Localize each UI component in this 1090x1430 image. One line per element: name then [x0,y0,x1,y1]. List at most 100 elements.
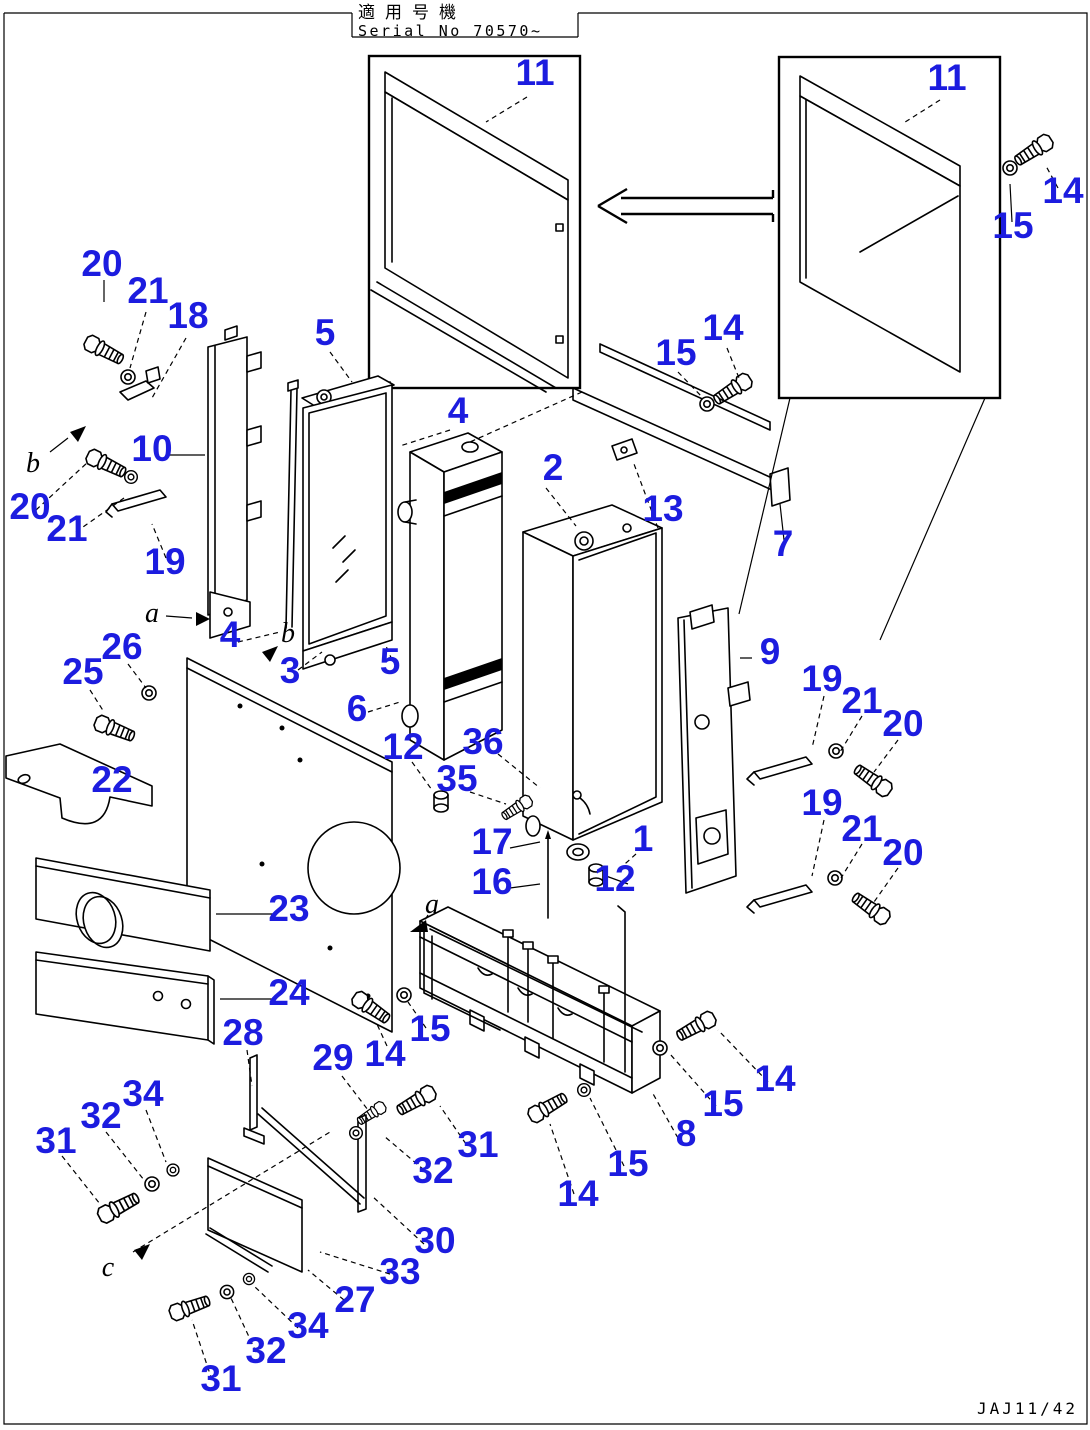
callout-8: 8 [676,1113,697,1154]
callout-5: 5 [380,641,401,682]
callout-21: 21 [46,508,87,549]
callout-4: 4 [220,614,241,655]
panel-11-left-detail [367,54,582,393]
callout-31: 31 [35,1120,76,1161]
callout-15: 15 [992,205,1033,246]
ref-letter-b: b [26,448,40,479]
washer-icon [1002,160,1018,176]
bolt-icon [91,713,138,746]
serial-number-label: Serial No 70570~ [358,22,543,40]
callout-13: 13 [642,488,683,529]
callout-25: 25 [62,651,103,692]
washer-icon [219,1284,235,1300]
callout-5: 5 [315,312,336,353]
direction-arrow [597,187,775,225]
callout-30: 30 [414,1220,455,1261]
bolt-icon [710,370,756,409]
panel-11-right-detail [777,55,1057,400]
callout-34: 34 [287,1305,329,1346]
ref-letter-a: a [145,598,159,629]
ref-letter-b: b [281,618,295,649]
bolt-icon [848,889,894,928]
washer-icon [166,1163,180,1177]
reference-letter-labels: b a b a c [26,448,439,1283]
lower-bracket-assembly [94,1054,439,1323]
callout-20: 20 [882,703,923,744]
callout-16: 16 [471,861,512,902]
bolt-icon [850,761,896,800]
callout-2: 2 [543,447,564,488]
ref-letter-c: c [102,1252,115,1283]
bolt-icon [393,1082,439,1119]
bottom-frame-8 [348,905,719,1126]
bolt-icon [83,446,130,481]
callout-14: 14 [754,1058,796,1099]
page-reference: JAJ11/42 [977,1399,1078,1418]
oil-cooler-3 [301,375,395,670]
callout-21: 21 [841,808,882,849]
right-fasteners [746,743,896,928]
callout-20: 20 [9,486,50,527]
washer-icon [827,870,843,886]
page-border [3,12,1088,1425]
callout-19: 19 [801,658,842,699]
callout-20: 20 [81,243,122,284]
callout-15: 15 [655,332,696,373]
ref-letter-a: a [425,889,439,920]
callout-27: 27 [334,1279,375,1320]
washer-icon [141,685,157,701]
callout-15: 15 [607,1143,648,1184]
callout-28: 28 [222,1012,263,1053]
callout-1: 1 [633,818,654,859]
callout-21: 21 [127,270,168,311]
bolt-icon [1011,131,1057,170]
callout-14: 14 [1042,170,1084,211]
leader-lines [35,96,1059,1381]
callout-9: 9 [760,631,781,672]
callout-32: 32 [80,1095,121,1136]
upper-cross-member [572,343,791,507]
aftercooler-4 [397,432,503,813]
bolt-icon [673,1008,719,1045]
callout-15: 15 [702,1083,743,1124]
callout-24: 24 [268,972,310,1013]
callout-36: 36 [462,721,503,762]
callout-19: 19 [144,541,185,582]
washer-icon [123,469,139,485]
callout-32: 32 [412,1150,453,1191]
left-fasteners [81,332,167,746]
washer-icon [348,1125,364,1141]
callout-15: 15 [409,1008,450,1049]
washer-icon [120,369,136,385]
callout-23: 23 [268,888,309,929]
bolt-icon [354,1099,389,1128]
callout-35: 35 [436,758,477,799]
callout-33: 33 [379,1251,420,1292]
callout-14: 14 [557,1173,599,1214]
bolt-icon [94,1188,143,1226]
callout-31: 31 [200,1358,241,1399]
callout-32: 32 [245,1330,286,1371]
callout-4: 4 [448,390,469,431]
callout-29: 29 [312,1037,353,1078]
callout-10: 10 [131,428,172,469]
callout-12: 12 [382,726,423,767]
bolt-icon [81,332,127,368]
cover-panels-23-24 [5,743,215,1045]
callout-21: 21 [841,680,882,721]
side-plate-10 [207,325,262,639]
callout-11: 11 [927,57,966,98]
callout-6: 6 [347,688,368,729]
callout-11: 11 [515,52,554,93]
baffle-plate-22 [186,657,401,1033]
callout-19: 19 [801,782,842,823]
callout-12: 12 [594,858,635,899]
bolt-icon [166,1291,213,1323]
bolt-icon [525,1089,571,1126]
washer-icon [576,1082,592,1098]
applicable-machine-label: 適用号機 [358,3,466,23]
callout-31: 31 [457,1124,498,1165]
